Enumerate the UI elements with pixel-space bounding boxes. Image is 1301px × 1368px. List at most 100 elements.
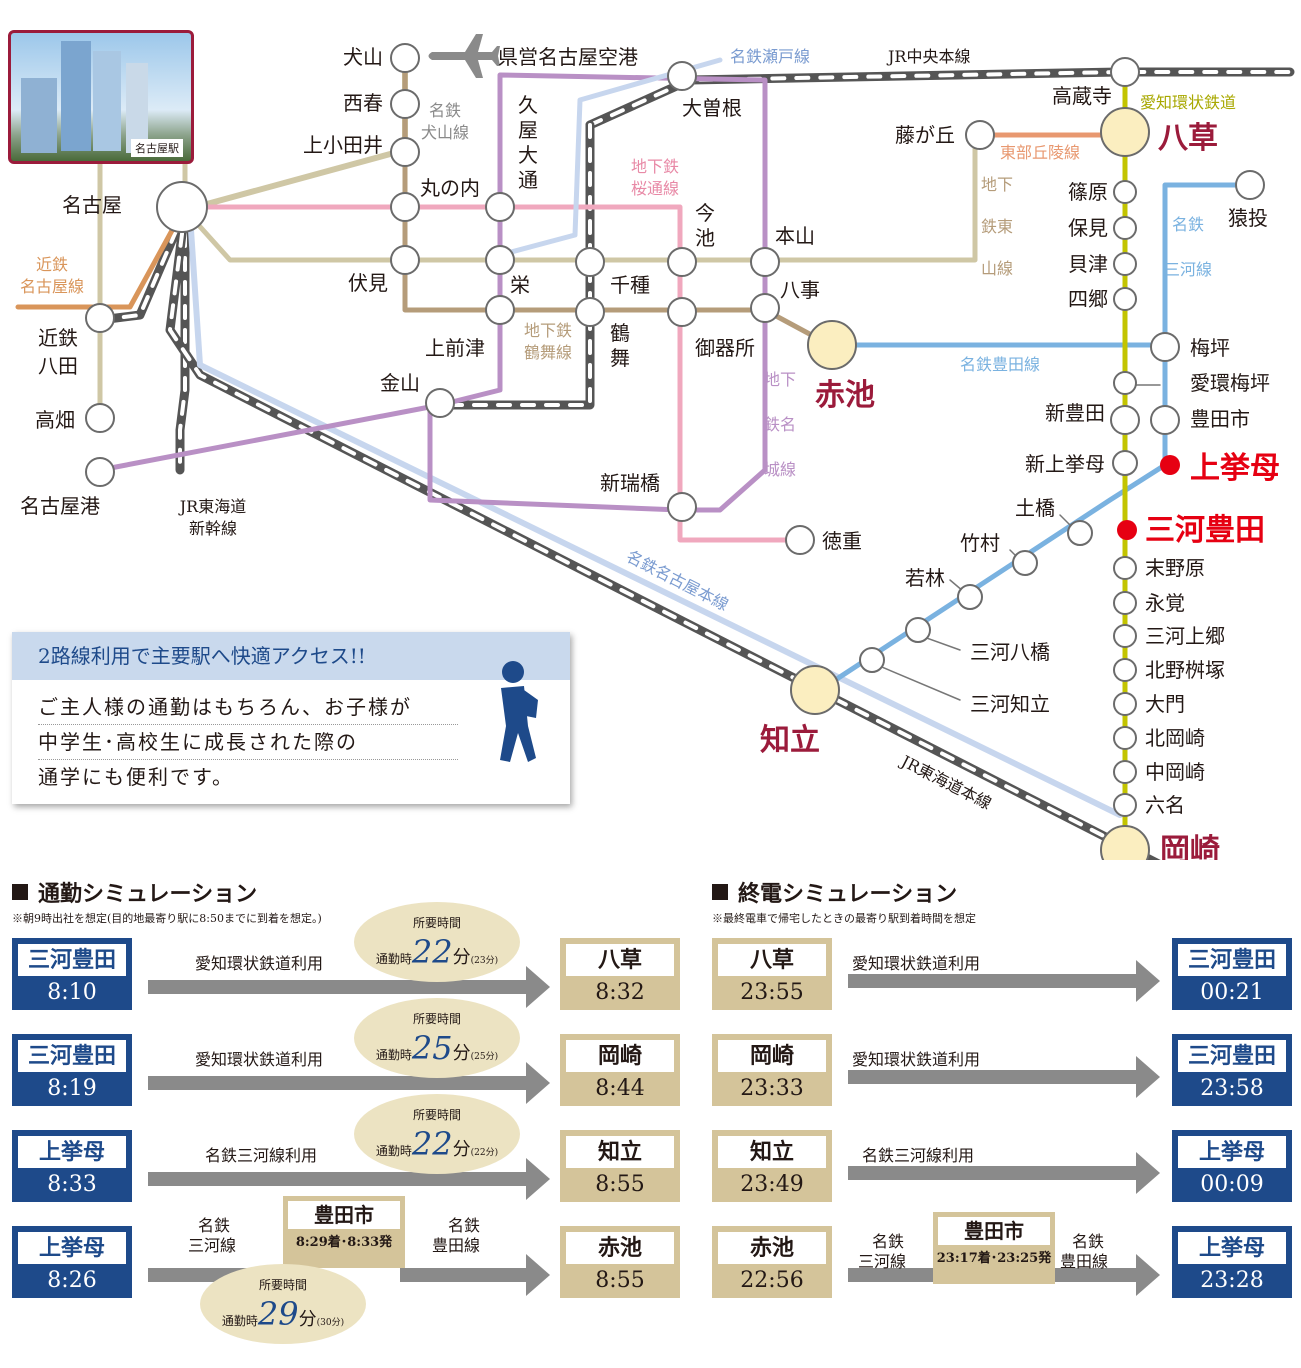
duration-unit: 分 [452, 947, 471, 968]
last-dest-time: 00:21 [1200, 980, 1264, 1005]
svg-text:上前津: 上前津 [425, 336, 485, 360]
svg-text:千種: 千種 [610, 273, 650, 297]
svg-text:地下鉄: 地下鉄 [524, 321, 572, 340]
svg-text:近鉄: 近鉄 [38, 326, 78, 350]
station-eikaku [1113, 591, 1137, 615]
station-fushimi [390, 245, 420, 275]
svg-text:西春: 西春 [343, 91, 383, 115]
svg-text:八田: 八田 [38, 354, 78, 378]
commute-arrow [148, 966, 550, 1008]
station-inuyama [390, 43, 420, 73]
duration-unit: 分 [452, 1043, 471, 1064]
svg-text:高蔵寺: 高蔵寺 [1052, 84, 1112, 108]
callout-line: ご主人様の通勤はもちろん、お子様が [38, 690, 458, 725]
svg-text:大門: 大門 [1145, 692, 1185, 716]
last-dest-name: 上挙母 [1178, 1136, 1286, 1168]
last-arrow [848, 1152, 1160, 1194]
kintetsu-line [15, 222, 178, 310]
station-saiharu [390, 89, 420, 119]
station-daimon [1113, 692, 1137, 716]
station-imaike [667, 247, 697, 277]
duration-note: (25分) [470, 1052, 499, 1062]
svg-text:屋: 屋 [518, 118, 538, 142]
svg-text:栄: 栄 [510, 273, 530, 297]
transfer-time: 8:29着･8:33発 [295, 1235, 393, 1250]
commute-dest-name: 岡崎 [566, 1040, 674, 1072]
duration-badge: 所要時間通勤時25分(25分) [354, 998, 520, 1078]
last-dest-name: 三河豊田 [1178, 944, 1286, 976]
commute-dest-name: 赤池 [566, 1232, 674, 1264]
last-origin-name: 赤池 [718, 1232, 826, 1264]
route-label: 名鉄 [1072, 1232, 1105, 1251]
duration-unit: 分 [452, 1139, 471, 1160]
station-chiryu [790, 665, 840, 715]
last-train-note: ※最終電車で帰宅したときの最寄り駅到着時間を想定 [712, 912, 976, 925]
last-origin-time: 23:49 [740, 1172, 804, 1197]
commute-title: 通勤シミュレーション [12, 876, 257, 908]
svg-text:猿投: 猿投 [1228, 206, 1268, 230]
duration-unit: 分 [298, 1309, 317, 1330]
svg-text:三河八橋: 三河八橋 [970, 640, 1050, 664]
commute-dest-name: 八草 [566, 944, 674, 976]
svg-text:梅坪: 梅坪 [1190, 336, 1230, 360]
duration-value: 通勤時29分(30分) [200, 1295, 366, 1333]
route-label: 名鉄三河線利用 [862, 1146, 975, 1165]
svg-text:名鉄: 名鉄 [429, 101, 461, 120]
svg-text:四郷: 四郷 [1068, 287, 1108, 311]
duration-note: (30分) [316, 1318, 345, 1328]
duration-minutes: 22 [411, 1125, 453, 1163]
svg-text:若林: 若林 [905, 566, 945, 590]
last-arrow [848, 1268, 943, 1282]
svg-text:名鉄豊田線: 名鉄豊田線 [960, 355, 1040, 374]
route-label: 名鉄 [448, 1216, 481, 1235]
station-kintetsu-hatta [85, 303, 115, 333]
route-label: 名鉄 [198, 1216, 231, 1235]
svg-text:末野原: 末野原 [1145, 556, 1205, 580]
duration-label: 所要時間 [412, 1012, 461, 1026]
svg-text:竹村: 竹村 [960, 531, 1000, 555]
station-aikan-umetsubo [1113, 371, 1137, 395]
route-label: 愛知環状鉄道利用 [852, 1050, 981, 1069]
duration-value: 通勤時22分(22分) [354, 1125, 520, 1163]
duration-minutes: 25 [411, 1029, 453, 1067]
last-origin-name: 岡崎 [718, 1040, 826, 1072]
svg-text:本山: 本山 [775, 224, 815, 248]
svg-text:舞: 舞 [610, 346, 630, 370]
station-yagoto [750, 293, 780, 323]
sakuradori-line [182, 204, 803, 543]
station-gokiso [667, 297, 697, 327]
svg-text:高畑: 高畑 [35, 408, 75, 432]
svg-text:新瑞橋: 新瑞橋 [600, 471, 660, 495]
label-okazaki: 岡崎 [1160, 833, 1220, 860]
duration-label: 所要時間 [258, 1278, 307, 1292]
svg-text:御器所: 御器所 [695, 336, 755, 360]
nagoya-station-photo: 名古屋駅 [8, 30, 194, 164]
transfer-name: 豊田市 [938, 1217, 1050, 1245]
station-okazaki [1100, 825, 1150, 860]
station-akaike [807, 320, 857, 370]
station-homi [1113, 216, 1137, 240]
svg-text:北岡崎: 北岡崎 [1145, 726, 1205, 750]
duration-prefix: 通勤時 [375, 1048, 412, 1062]
svg-text:丸の内: 丸の内 [420, 176, 480, 200]
callout-line: 中学生･高校生に成長された際の [38, 725, 458, 760]
station-mutsuna [1113, 793, 1137, 817]
duration-value: 通勤時25分(25分) [354, 1029, 520, 1067]
station-chikusa [575, 247, 605, 277]
svg-text:通: 通 [518, 168, 538, 192]
svg-text:中岡崎: 中岡崎 [1145, 760, 1205, 784]
commute-origin-time: 8:26 [47, 1268, 97, 1293]
route-label: 名鉄 [872, 1232, 905, 1251]
route-label: 愛知環状鉄道利用 [195, 1050, 324, 1069]
svg-text:貝津: 貝津 [1068, 252, 1108, 276]
svg-text:三河知立: 三河知立 [970, 692, 1050, 716]
route-label: 豊田線 [432, 1236, 481, 1255]
commute-origin-name: 上挙母 [18, 1136, 126, 1168]
duration-note: (22分) [470, 1148, 499, 1158]
last-arrow [848, 960, 1160, 1002]
